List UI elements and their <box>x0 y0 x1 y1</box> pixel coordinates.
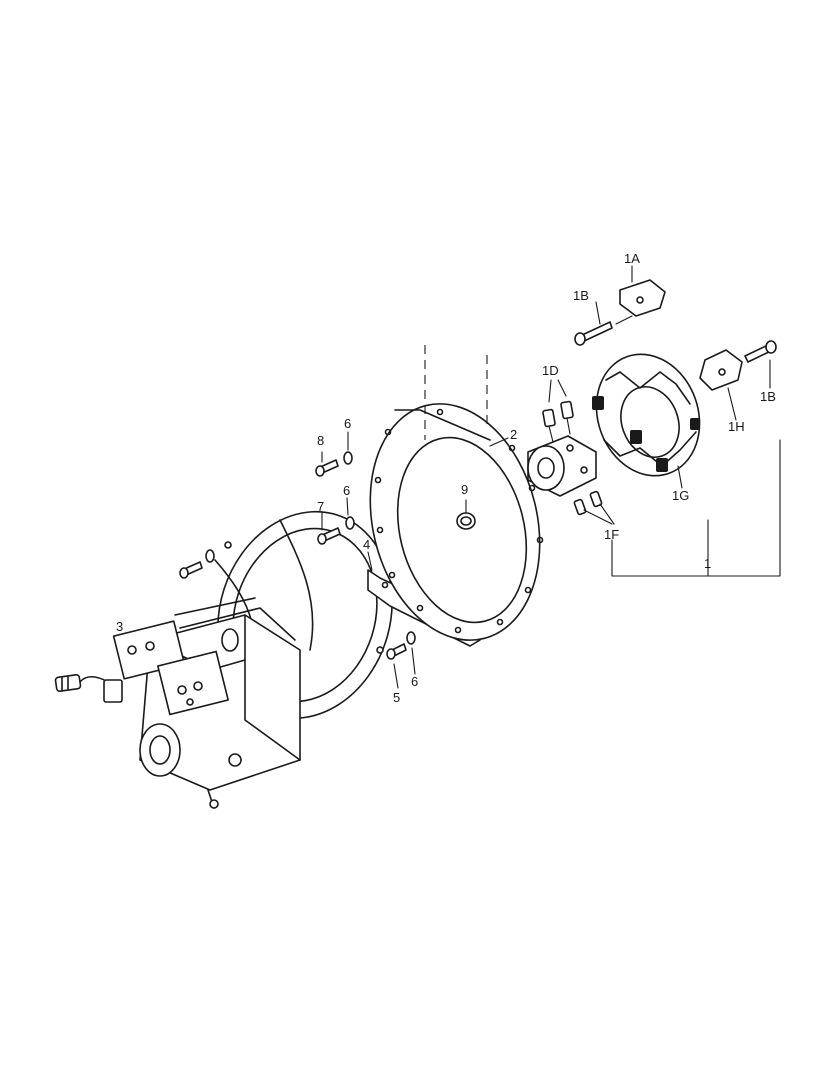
callout-1: 1 <box>704 556 711 571</box>
bolt-holes <box>374 408 544 634</box>
bolt-1B-top <box>574 315 633 346</box>
callout-1B-right: 1B <box>760 389 776 404</box>
callout-1A: 1A <box>624 251 640 266</box>
bolt-left <box>179 549 215 579</box>
set-screws-1D <box>542 400 574 443</box>
callout-1G: 1G <box>672 488 689 503</box>
hydraulic-pump <box>112 597 301 809</box>
callout-9: 9 <box>461 482 468 497</box>
clamp-segment-1A <box>619 279 666 317</box>
callout-6-mid: 6 <box>343 483 350 498</box>
clamp-segment-1H <box>699 349 743 391</box>
callout-1B-top: 1B <box>573 288 589 303</box>
seal-ring-part-9 <box>456 512 476 530</box>
leader-lines <box>321 265 781 689</box>
set-screws-1F <box>573 490 603 516</box>
callout-4: 4 <box>363 537 370 552</box>
washer-6-top <box>343 451 353 465</box>
bolt-1B-right <box>744 340 777 363</box>
callout-1F: 1F <box>604 527 619 542</box>
callout-6-low: 6 <box>411 674 418 689</box>
callout-7: 7 <box>317 499 324 514</box>
coupling-hub <box>527 435 597 497</box>
washer-6-mid <box>345 516 355 530</box>
coupling-plate <box>369 403 544 641</box>
callout-8: 8 <box>317 433 324 448</box>
callout-1D: 1D <box>542 363 559 378</box>
electrical-connector <box>54 673 123 703</box>
callout-2: 2 <box>510 427 517 442</box>
callout-3: 3 <box>116 619 123 634</box>
bolt-5 <box>386 643 407 660</box>
flexible-coupling-element-1G <box>592 353 701 477</box>
callout-5: 5 <box>393 690 400 705</box>
washer-6-low <box>406 631 416 645</box>
callout-6-top: 6 <box>344 416 351 431</box>
bolt-7 <box>317 527 341 545</box>
bolt-8 <box>315 459 339 477</box>
callout-1H: 1H <box>728 419 745 434</box>
callout-labels: 1A 1B 1B 1D 1H 1G 1F 1 2 3 4 5 6 6 6 7 8… <box>116 251 776 705</box>
